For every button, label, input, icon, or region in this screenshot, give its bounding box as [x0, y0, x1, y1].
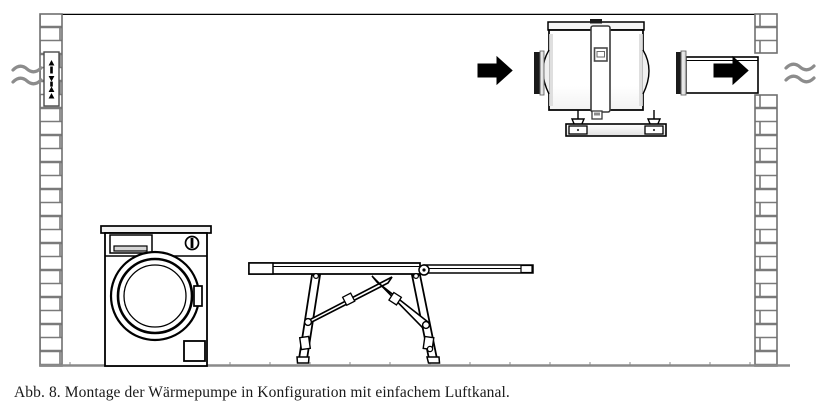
ironing-board-pivot-right [413, 273, 420, 280]
heat-pump-unit [534, 19, 687, 137]
washing-machine-filter-hatch[interactable] [183, 340, 206, 362]
airflow-arrow-inlet [477, 55, 513, 86]
washing-machine [100, 225, 212, 367]
heat-pump-body-left [548, 29, 593, 111]
washing-machine-door[interactable] [109, 250, 203, 342]
washing-machine-program-knob[interactable] [184, 235, 200, 251]
heat-pump-control-panel[interactable] [590, 25, 611, 113]
figure-caption: Abb. 8. Montage der Wärmepumpe in Konfig… [14, 384, 510, 401]
heat-pump-mounting-rail [565, 123, 667, 137]
ironing-board [248, 262, 534, 364]
heat-pump-body-shading [549, 34, 643, 106]
heat-pump-outlet-collar [642, 49, 687, 96]
outside-air-wave-left [11, 64, 43, 86]
airflow-arrow-outlet [713, 55, 749, 86]
washing-machine-detergent-drawer[interactable] [109, 234, 153, 254]
ironing-board-extension-arm [418, 264, 534, 276]
outside-air-wave-right [784, 62, 816, 84]
heat-pump-display[interactable] [593, 47, 608, 62]
left-wall-vent-opening [43, 51, 60, 107]
heat-pump-condensate-drain [591, 110, 603, 120]
heat-pump-inlet-collar [534, 49, 550, 96]
ironing-board-brace-b [371, 275, 431, 330]
ironing-board-pivot-left [313, 273, 320, 280]
damper-bowtie-icon [48, 60, 55, 99]
ironing-board-top [248, 262, 421, 275]
ironing-board-brace-a [303, 276, 393, 327]
